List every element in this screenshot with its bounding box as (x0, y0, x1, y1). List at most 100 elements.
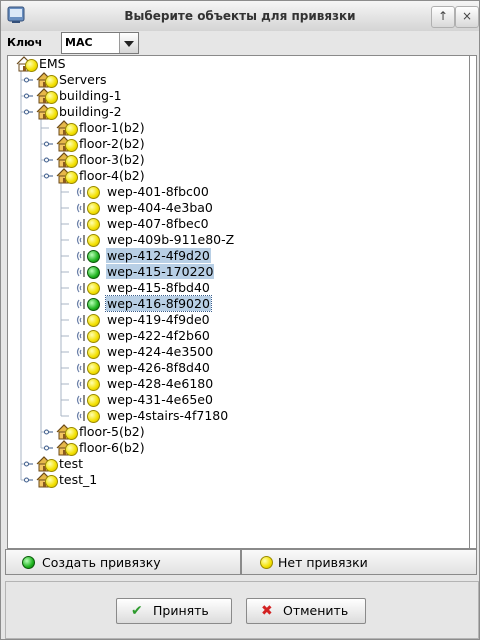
yellow-bulb-icon (87, 186, 100, 199)
yellow-bulb-icon (25, 59, 38, 72)
yellow-bulb-icon (45, 459, 58, 472)
yellow-bulb-icon (65, 155, 78, 168)
tree-node-label: wep-401-8fbc00 (107, 184, 209, 199)
create-binding-label: Создать привязку (42, 555, 161, 570)
expand-handle-icon[interactable] (44, 157, 53, 163)
tree-node-label: floor-3(b2) (79, 152, 145, 167)
access-point-icon (76, 280, 102, 296)
tree-row[interactable]: building-2 (24, 104, 123, 120)
accept-button[interactable]: ✔ Принять (116, 598, 232, 624)
tree-connector-lines (20, 70, 69, 481)
tree-row[interactable]: floor-1(b2) (56, 120, 146, 136)
action-panel: ✔ Принять ✖ Отменить (5, 581, 479, 639)
cancel-label: Отменить (283, 603, 349, 618)
title-bar[interactable]: Выберите объекты для привязки ↑ × (1, 1, 479, 32)
tree-node-label: wep-431-4e65e0 (107, 392, 213, 407)
yellow-bulb-icon (65, 171, 78, 184)
house-icon (36, 88, 58, 104)
tree-node-label: floor-6(b2) (79, 440, 145, 455)
tree-row[interactable]: floor-2(b2) (44, 136, 146, 152)
collapse-handle-icon[interactable] (44, 173, 53, 179)
yellow-bulb-icon (87, 394, 100, 407)
yellow-bulb-icon (65, 443, 78, 456)
key-select-value: MAC (65, 36, 93, 49)
yellow-bulb-icon (87, 410, 100, 423)
chevron-down-icon[interactable] (119, 33, 138, 53)
yellow-bulb-icon (45, 475, 58, 488)
expand-handle-icon[interactable] (24, 77, 33, 83)
tree-node-label: wep-426-8f8d40 (107, 360, 210, 375)
access-point-icon (76, 344, 102, 360)
access-point-icon (76, 392, 102, 408)
tree-node-label: wep-404-4e3ba0 (107, 200, 213, 215)
cross-icon: ✖ (261, 603, 273, 619)
cancel-button[interactable]: ✖ Отменить (246, 598, 366, 624)
expand-handle-icon[interactable] (44, 141, 53, 147)
yellow-bulb-icon (87, 282, 100, 295)
filter-row: Ключ MAC (1, 31, 479, 55)
tree-row[interactable]: wep-4stairs-4f7180 (76, 408, 229, 424)
access-point-icon (76, 360, 102, 376)
yellow-bulb-icon (260, 556, 273, 569)
yellow-bulb-icon (87, 330, 100, 343)
tree-row[interactable]: wep-409b-911e80-Z (76, 232, 235, 248)
tree-row[interactable]: wep-428-4e6180 (76, 376, 214, 392)
tree-scrollbar[interactable] (469, 56, 476, 548)
tree-row[interactable]: test (24, 456, 84, 472)
tree-row[interactable]: wep-419-4f9de0 (76, 312, 211, 328)
create-binding-button[interactable]: Создать привязку (5, 549, 241, 575)
expand-handle-icon[interactable] (24, 461, 33, 467)
tree-node-label: wep-412-4f9d20 (106, 248, 211, 263)
tree-node-label: wep-416-8f9020 (105, 295, 212, 312)
tree-row[interactable]: wep-415-170220 (76, 264, 215, 280)
tree-row[interactable]: building-1 (24, 88, 123, 104)
tree-row[interactable]: EMS (16, 56, 67, 72)
tree-row[interactable]: wep-401-8fbc00 (76, 184, 210, 200)
expand-handle-icon[interactable] (24, 93, 33, 99)
expand-handle-icon[interactable] (24, 477, 33, 483)
tree-row[interactable]: floor-5(b2) (44, 424, 146, 440)
tree-row[interactable]: wep-424-4e3500 (76, 344, 214, 360)
access-point-icon (76, 408, 102, 424)
tree-node-label: test_1 (59, 472, 98, 487)
access-point-icon (76, 200, 102, 216)
tree-node-label: floor-1(b2) (79, 120, 145, 135)
tree-node-label: floor-4(b2) (79, 168, 145, 183)
tree-row[interactable]: floor-6(b2) (44, 440, 146, 456)
tree-node-label: wep-415-170220 (106, 264, 215, 279)
tree-row[interactable]: wep-404-4e3ba0 (76, 200, 214, 216)
tree-row[interactable]: wep-431-4e65e0 (76, 392, 214, 408)
yellow-bulb-icon (65, 139, 78, 152)
tree-row[interactable]: wep-412-4f9d20 (76, 248, 211, 264)
tree-node-label: Servers (59, 72, 107, 87)
close-button[interactable]: × (455, 6, 479, 28)
tree-row[interactable]: wep-416-8f9020 (76, 295, 212, 312)
yellow-bulb-icon (87, 314, 100, 327)
tree-row[interactable]: Servers (24, 72, 108, 88)
tree-row[interactable]: wep-407-8fbec0 (76, 216, 210, 232)
tree-node-label: EMS (39, 56, 66, 71)
collapse-handle-icon[interactable] (24, 109, 33, 115)
access-point-icon (76, 296, 102, 312)
access-point-icon (76, 376, 102, 392)
no-binding-label: Нет привязки (278, 555, 368, 570)
expand-handle-icon[interactable] (44, 429, 53, 435)
key-select[interactable]: MAC (61, 32, 139, 54)
access-point-icon (76, 184, 102, 200)
house-icon (56, 120, 78, 136)
tree-node-label: building-1 (59, 88, 122, 103)
access-point-icon (76, 312, 102, 328)
tree-row[interactable]: wep-422-4f2b60 (76, 328, 211, 344)
expand-handle-icon[interactable] (44, 445, 53, 451)
checkmark-icon: ✔ (131, 603, 143, 619)
pin-button[interactable]: ↑ (431, 6, 455, 28)
tree-row[interactable]: floor-4(b2) (44, 168, 146, 184)
yellow-bulb-icon (45, 75, 58, 88)
tree-row[interactable]: wep-426-8f8d40 (76, 360, 211, 376)
tree-row[interactable]: test_1 (24, 472, 98, 488)
tree-row[interactable]: wep-415-8fbd40 (76, 280, 211, 296)
house-icon (36, 104, 58, 120)
no-binding-button[interactable]: Нет привязки (241, 549, 477, 575)
tree-row[interactable]: floor-3(b2) (44, 152, 146, 168)
